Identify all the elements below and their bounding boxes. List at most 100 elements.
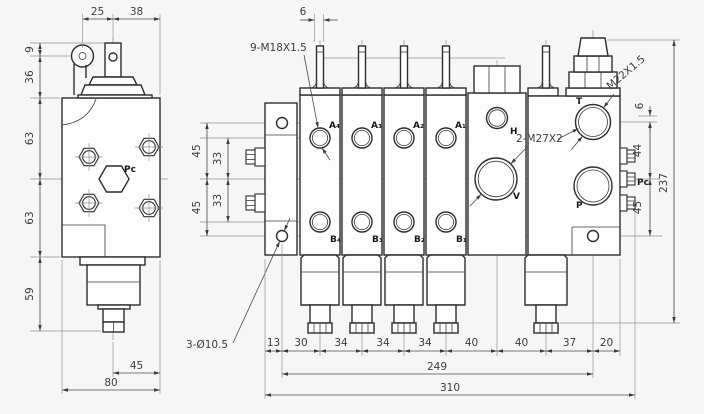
port-v [474, 157, 518, 201]
end-plate-left [245, 102, 298, 256]
pipe [425, 45, 467, 96]
port-a4 [309, 127, 331, 149]
front-view: Pc [186, 6, 680, 399]
dim-20: 20 [600, 337, 613, 349]
dim-34a: 34 [334, 337, 348, 349]
port-label-pc: Pc [637, 178, 649, 188]
dim-38: 38 [130, 6, 143, 18]
boot-base [77, 94, 153, 99]
pipe [383, 45, 425, 96]
bottom-stem [79, 256, 146, 333]
side-fitting [245, 193, 266, 213]
callout-thread-main-ports: 2-M27X2 [516, 133, 563, 145]
hex-bolt [75, 143, 103, 171]
ports [309, 103, 613, 233]
dim-6-top: 6 [300, 6, 307, 18]
body-fillet [61, 98, 97, 126]
dim-25: 25 [91, 6, 104, 18]
dim-33-upper: 33 [212, 152, 224, 165]
spool-cap [342, 254, 382, 334]
boot-upper [87, 76, 139, 86]
valve-section-1 [425, 94, 467, 256]
side-fitting [619, 194, 636, 212]
port-label-a4: A₄ [329, 121, 340, 131]
dim-63b: 63 [24, 211, 36, 224]
valve-section-3 [341, 94, 383, 256]
callout-thread-a-ports: 9-M18X1.5 [250, 42, 307, 54]
port-p [573, 166, 613, 206]
pc-plug-hex [98, 165, 130, 193]
dim-9: 9 [24, 46, 36, 53]
port-b4 [309, 211, 331, 233]
dim-237: 237 [658, 173, 670, 193]
dim-45-lower: 45 [191, 201, 203, 214]
port-label-a3: A₃ [371, 121, 382, 131]
hv-section [467, 65, 527, 256]
dim-34c: 34 [418, 337, 432, 349]
dim-45-right: 45 [632, 201, 644, 214]
dim-45-side: 45 [130, 360, 143, 372]
port-label-b3: B₃ [372, 235, 383, 245]
spool-cap [384, 254, 424, 334]
port-label-b4: B₄ [330, 235, 341, 245]
dim-33-lower: 33 [212, 194, 224, 207]
port-label-b2: B₂ [414, 235, 425, 245]
pipe [527, 45, 559, 97]
side-fitting [619, 147, 636, 165]
port-label-h: H [510, 127, 518, 137]
port-a2 [393, 127, 415, 149]
port-h [485, 106, 509, 130]
dim-37: 37 [563, 337, 576, 349]
valve-section-2 [383, 94, 425, 256]
dim-40a: 40 [465, 337, 478, 349]
dim-44: 44 [632, 144, 644, 158]
valve-sections [299, 94, 467, 256]
mount-hole-top [275, 116, 289, 130]
port-label-a1: A₁ [455, 121, 466, 131]
dim-59: 59 [24, 287, 36, 300]
relief-adjust-cap [577, 37, 609, 57]
right-fittings [619, 147, 636, 212]
front-view-dims: 6 45 33 33 45 6 44 45 237 [191, 6, 680, 399]
side-fitting [245, 147, 266, 167]
dim-6-right: 6 [634, 102, 646, 109]
port-label-t: T [576, 97, 583, 107]
mount-hole-right [586, 229, 600, 243]
dim-30: 30 [294, 337, 307, 349]
dim-45-upper: 45 [191, 144, 203, 157]
dim-310: 310 [440, 382, 460, 394]
port-a1 [435, 127, 457, 149]
spool-cap [524, 254, 568, 334]
port-a3 [351, 127, 373, 149]
dim-249: 249 [427, 361, 447, 373]
port-label-p: P [576, 201, 583, 211]
port-labels: A₄ A₃ A₂ A₁ B₄ B₃ B₂ B₁ H V T P [329, 97, 583, 245]
dim-13: 13 [267, 337, 280, 349]
port-label-v: V [513, 192, 520, 202]
port-t [574, 103, 612, 141]
port-b1 [435, 211, 457, 233]
side-bolts [75, 133, 163, 222]
dim-63a: 63 [24, 132, 36, 145]
dim-34b: 34 [376, 337, 390, 349]
side-fitting [619, 170, 636, 188]
dim-40b: 40 [515, 337, 528, 349]
port-b3 [351, 211, 373, 233]
boot-lower [79, 84, 147, 96]
hex-bolt [135, 194, 163, 222]
dim-80: 80 [104, 377, 117, 389]
mount-hole-bottom [275, 229, 289, 243]
side-view-dims: 25 38 9 36 63 63 59 45 80 [24, 6, 161, 394]
clevis-pin [108, 52, 118, 62]
port-label-a2: A₂ [413, 121, 424, 131]
port-label-b1: B₁ [456, 235, 467, 245]
side-view: Pc 25 38 [24, 6, 168, 394]
pipe [341, 45, 383, 96]
callout-mount-holes: 3-Ø10.5 [186, 339, 228, 351]
hex-bolt [75, 189, 103, 217]
hex-plug [473, 65, 521, 94]
port-b2 [393, 211, 415, 233]
pilot-pipes [299, 45, 559, 97]
